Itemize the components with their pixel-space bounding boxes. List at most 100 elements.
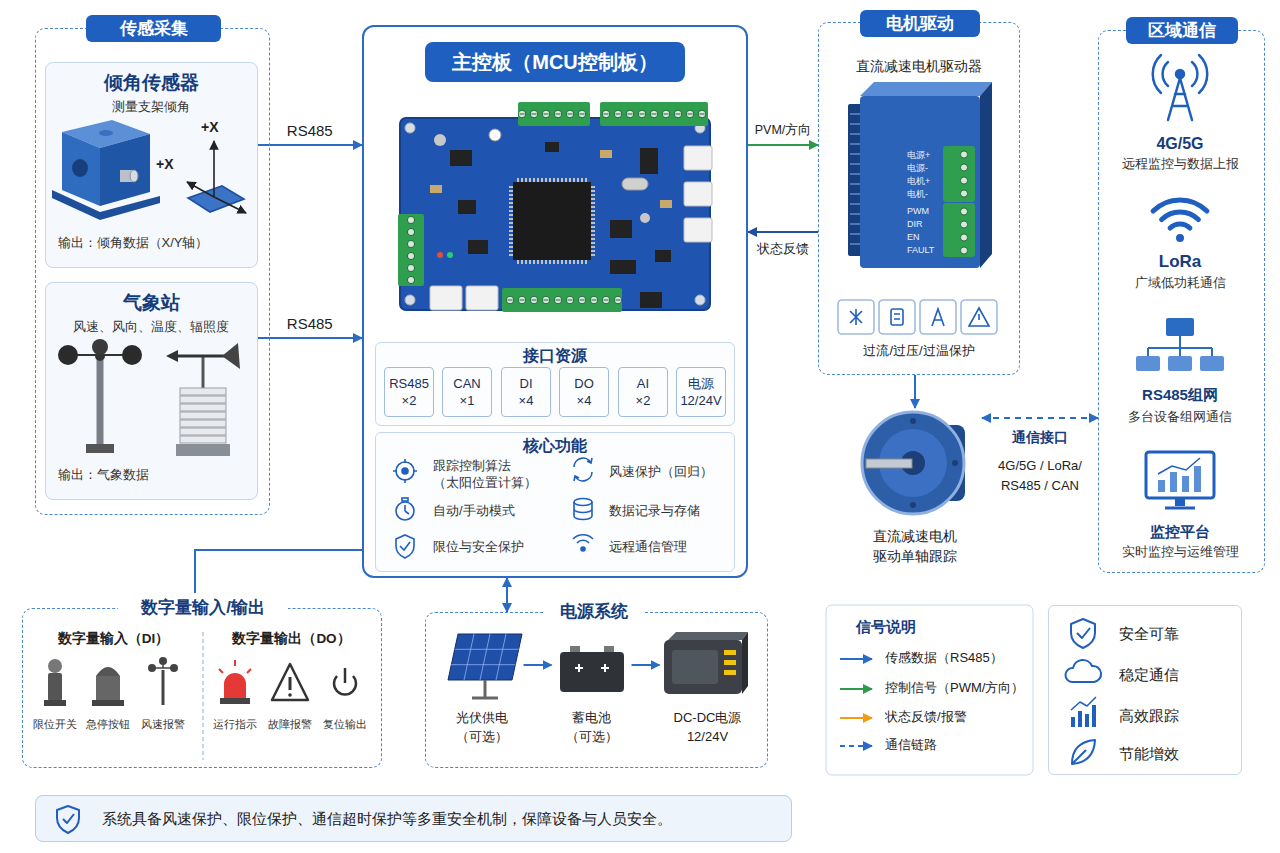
connector [524,664,552,666]
pcb-illustration [610,220,632,238]
power-icon [448,632,748,698]
motor-driver-illustration [943,146,975,202]
io-icon [44,700,66,706]
pcb-illustration [545,142,559,152]
wind-vane-illustration [166,343,240,456]
function-icon [574,472,592,481]
panel-heading: 电源系统 [544,600,644,624]
pcb-illustration [447,252,453,258]
function-icon [396,535,414,558]
monitor-icon [1146,452,1214,508]
feature-icon [1077,628,1090,638]
interface-box: 电源 12/24V [676,367,726,417]
group-panel: 电源系统光伏供电 （可选）蓄电池 （可选）DC-DC电源 12/24V [425,612,768,768]
text-label: 测量支架倾角 [46,99,257,116]
group-panel: 数字量输入/输出数字量输入（DI）限位开关急停按钮风速报警数字量输出（DO）运行… [22,608,382,768]
pcb-illustration [684,182,712,206]
protection-icon [850,309,862,325]
wifi-icon [1153,200,1207,228]
interface-box: AI ×2 [618,367,668,417]
pcb-illustration [468,240,488,254]
monitor-icon [1175,498,1185,506]
edge-label: RS485 [285,314,335,334]
comm-item: LoRa广域低功耗通信 [1098,185,1265,295]
tower-icon [1153,55,1208,120]
pcb-illustration [600,102,708,126]
pcb-illustration [458,200,476,214]
feature-icon [63,814,74,823]
io-icon [289,677,292,690]
feature-icon [1072,750,1086,764]
function-icon [402,468,408,474]
sensor-box: 气象站风速、风向、温度、辐照度输出：气象数据 [45,282,258,500]
power-icon [724,670,736,675]
power-item: 光伏供电 （可选） [440,625,524,760]
axis-label: +X [201,118,219,136]
power-icon [724,660,736,665]
motor-driver-illustration [860,96,980,268]
axis-label: +X [156,155,174,173]
connector [748,144,818,146]
motor-illustration [910,502,916,508]
box-heading: RS485组网 [1098,385,1263,405]
function-icon [396,502,414,520]
power-icon [668,632,748,640]
pcb-illustration [660,200,672,208]
panel-heading: 传感采集 [86,15,221,42]
monitor-icon [1194,466,1201,492]
text-label: 风速保护（回归） [609,464,731,481]
network-icon [1200,356,1224,371]
pcb-illustration [489,129,501,141]
sensor-box: 倾角传感器测量支架倾角输出：倾角数据（X/Y轴） [45,62,258,268]
pcb-illustration [405,123,415,133]
pcb-illustration [610,260,636,274]
axis-symbol [214,197,246,213]
io-group: 数字量输入（DI）限位开关急停按钮风速报警 [26,626,202,764]
motor-driver-illustration [980,82,992,268]
connector [195,550,362,593]
axis-symbol [213,141,215,197]
tilt-sensor-illustration [52,120,160,220]
text-label: 运行指示 [209,717,261,731]
text-label: 急停按钮 [82,717,134,731]
pcb-illustration [622,178,648,190]
motor-driver-illustration [848,82,992,268]
power-icon [472,697,498,700]
tilt-sensor-illustration [130,170,138,182]
power-item: DC-DC电源 12/24V [660,625,756,760]
pcb-illustration [600,150,612,158]
motor-illustration [952,460,958,466]
io-group: 数字量输出（DO）运行指示故障报警复位输出 [206,626,378,764]
section-box: 核心功能跟踪控制算法 （太阳位置计算）风速保护（回归）自动/手动模式数据记录与存… [375,432,735,572]
box-fill [35,795,792,842]
pcb-illustration [517,260,587,264]
io-icon [96,667,120,676]
pcb-illustration [400,118,710,310]
wifi-icon [1153,200,1207,242]
tilt-sensor-illustration [99,130,113,136]
pcb-illustration [640,292,662,308]
pcb-illustration [513,182,591,260]
legend-text: 状态反馈/报警 [885,709,967,726]
io-icon [162,670,165,705]
connector [258,337,363,339]
motor-node: 直流减速电机 驱动单轴跟踪 [848,408,982,570]
pcb-illustration [509,186,513,256]
comm-item: 4G/5G远程监控与数据上报 [1098,50,1265,178]
feature-icon [57,619,1101,833]
anemometer-illustration [122,345,142,365]
io-icon [159,657,167,665]
io-icon [92,700,124,706]
motor-driver-illustration [860,82,992,96]
text-label: 数字量输出（DO） [206,630,378,648]
network-icon [1168,356,1192,371]
note-box: 系统具备风速保护、限位保护、通信超时保护等多重安全机制，保障设备与人员安全。 [35,795,792,842]
pcb-illustration [684,146,712,170]
tilt-sensor-illustration [100,134,150,206]
box-fill [375,432,735,572]
connector [632,664,660,666]
protection-icon [838,300,874,334]
pcb-illustration [684,218,712,242]
protection-icon [920,300,956,334]
